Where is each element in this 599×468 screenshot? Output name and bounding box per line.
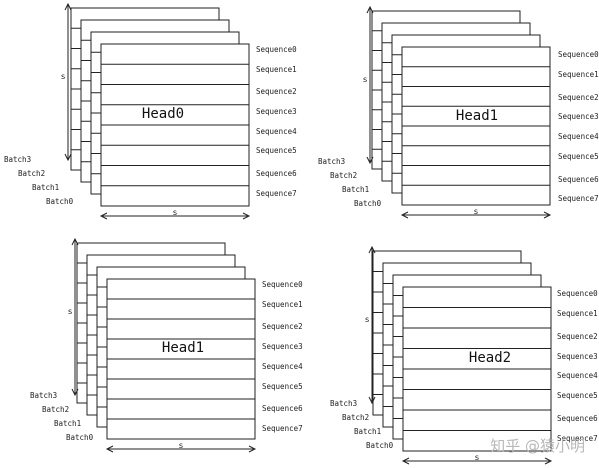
batch-label: Batch0 [366,441,394,450]
sequence-label: Sequence7 [557,434,598,443]
batch-label: Batch1 [342,185,369,194]
batch-label: Batch3 [318,157,345,166]
vertical-dim-arrowhead-bottom [71,388,79,397]
sequence-label: Sequence5 [557,391,598,400]
vertical-dim-label: s [363,75,367,84]
head-label: Head0 [142,106,184,122]
vertical-dim-label: s [61,72,65,81]
horizontal-dim-label: s [474,207,478,216]
sequence-label: Sequence2 [558,93,599,102]
head-label: Head2 [469,350,511,366]
batch-label: Batch3 [4,155,31,164]
batch-layer-0 [401,46,551,206]
sequence-label: Sequence4 [557,371,598,380]
vertical-dim-label: s [365,315,369,324]
sequence-label: Sequence6 [558,175,599,184]
batch-label: Batch3 [30,391,57,400]
horizontal-dim-arrowhead-left [99,212,108,220]
sequence-label: Sequence4 [256,127,297,136]
horizontal-dim-arrowhead-right [248,445,257,453]
vertical-dim-arrowhead-top [368,245,376,254]
sequence-label: Sequence3 [558,112,599,121]
sequence-label: Sequence0 [262,280,303,289]
sequence-label: Sequence5 [256,146,297,155]
sequence-label: Sequence2 [262,322,303,331]
sequence-label: Sequence3 [262,342,303,351]
sequence-label: Sequence0 [557,289,598,298]
batch-label: Batch2 [342,413,369,422]
sequence-label: Sequence5 [262,382,303,391]
batch-label: Batch2 [42,405,69,414]
vertical-dim-arrowhead-top [64,2,72,11]
batch-layer-0 [100,43,250,207]
sequence-label: Sequence0 [558,50,599,59]
sequence-label: Sequence6 [557,414,598,423]
vertical-dim-label: s [68,307,72,316]
batch-label: Batch2 [330,171,357,180]
watermark: 知乎 @猿小明 [490,437,585,455]
horizontal-dim-label: s [179,441,183,450]
horizontal-dim-arrowhead-right [544,457,553,465]
sequence-label: Sequence3 [256,107,297,116]
horizontal-dim-arrowhead-left [400,211,409,219]
horizontal-dim-arrowhead-left [105,445,114,453]
sequence-label: Sequence7 [262,424,303,433]
sequence-label: Sequence1 [558,70,599,79]
batch-label: Batch1 [32,183,59,192]
sequence-label: Sequence2 [256,87,297,96]
batch-label: Batch1 [354,427,381,436]
batch-layer-0 [106,278,256,440]
head-label: Head1 [162,340,204,356]
batch-label: Batch0 [66,433,94,442]
horizontal-dim-label: s [173,208,177,217]
vertical-dim-arrowhead-bottom [366,156,374,165]
horizontal-dim-arrowhead-right [242,212,251,220]
sequence-label: Sequence4 [262,362,303,371]
vertical-dim-arrowhead-bottom [64,153,72,162]
sequence-label: Sequence5 [558,152,599,161]
batch-layer-0 [402,286,552,452]
batch-label: Batch2 [18,169,45,178]
sequence-label: Sequence7 [558,194,599,203]
batch-label: Batch1 [54,419,81,428]
sequence-label: Sequence0 [256,45,297,54]
sequence-label: Sequence1 [256,65,297,74]
vertical-dim-arrowhead-top [366,5,374,14]
sequence-label: Sequence7 [256,189,297,198]
horizontal-dim-label: s [475,453,479,462]
batch-label: Batch3 [330,399,357,408]
panel-3: ssBatch3Batch2Batch1Batch0Sequence0Seque… [30,237,303,453]
sequence-label: Sequence2 [557,332,598,341]
sequence-label: Sequence6 [262,404,303,413]
batch-label: Batch0 [354,199,382,208]
head-label: Head1 [456,108,498,124]
sequence-label: Sequence4 [558,132,599,141]
vertical-dim-arrowhead-top [71,237,79,246]
batch-label: Batch0 [46,197,74,206]
sequence-label: Sequence3 [557,352,598,361]
vertical-dim-arrowhead-bottom [368,396,376,405]
horizontal-dim-arrowhead-left [401,457,410,465]
sequence-label: Sequence1 [557,309,598,318]
panel-2: ssBatch3Batch2Batch1Batch0Sequence0Seque… [318,5,599,219]
sequence-label: Sequence1 [262,300,303,309]
sequence-label: Sequence6 [256,169,297,178]
horizontal-dim-arrowhead-right [543,211,552,219]
panel-4: ssBatch3Batch2Batch1Batch0Sequence0Seque… [330,245,598,465]
panel-1: ssBatch3Batch2Batch1Batch0Sequence0Seque… [4,2,297,220]
